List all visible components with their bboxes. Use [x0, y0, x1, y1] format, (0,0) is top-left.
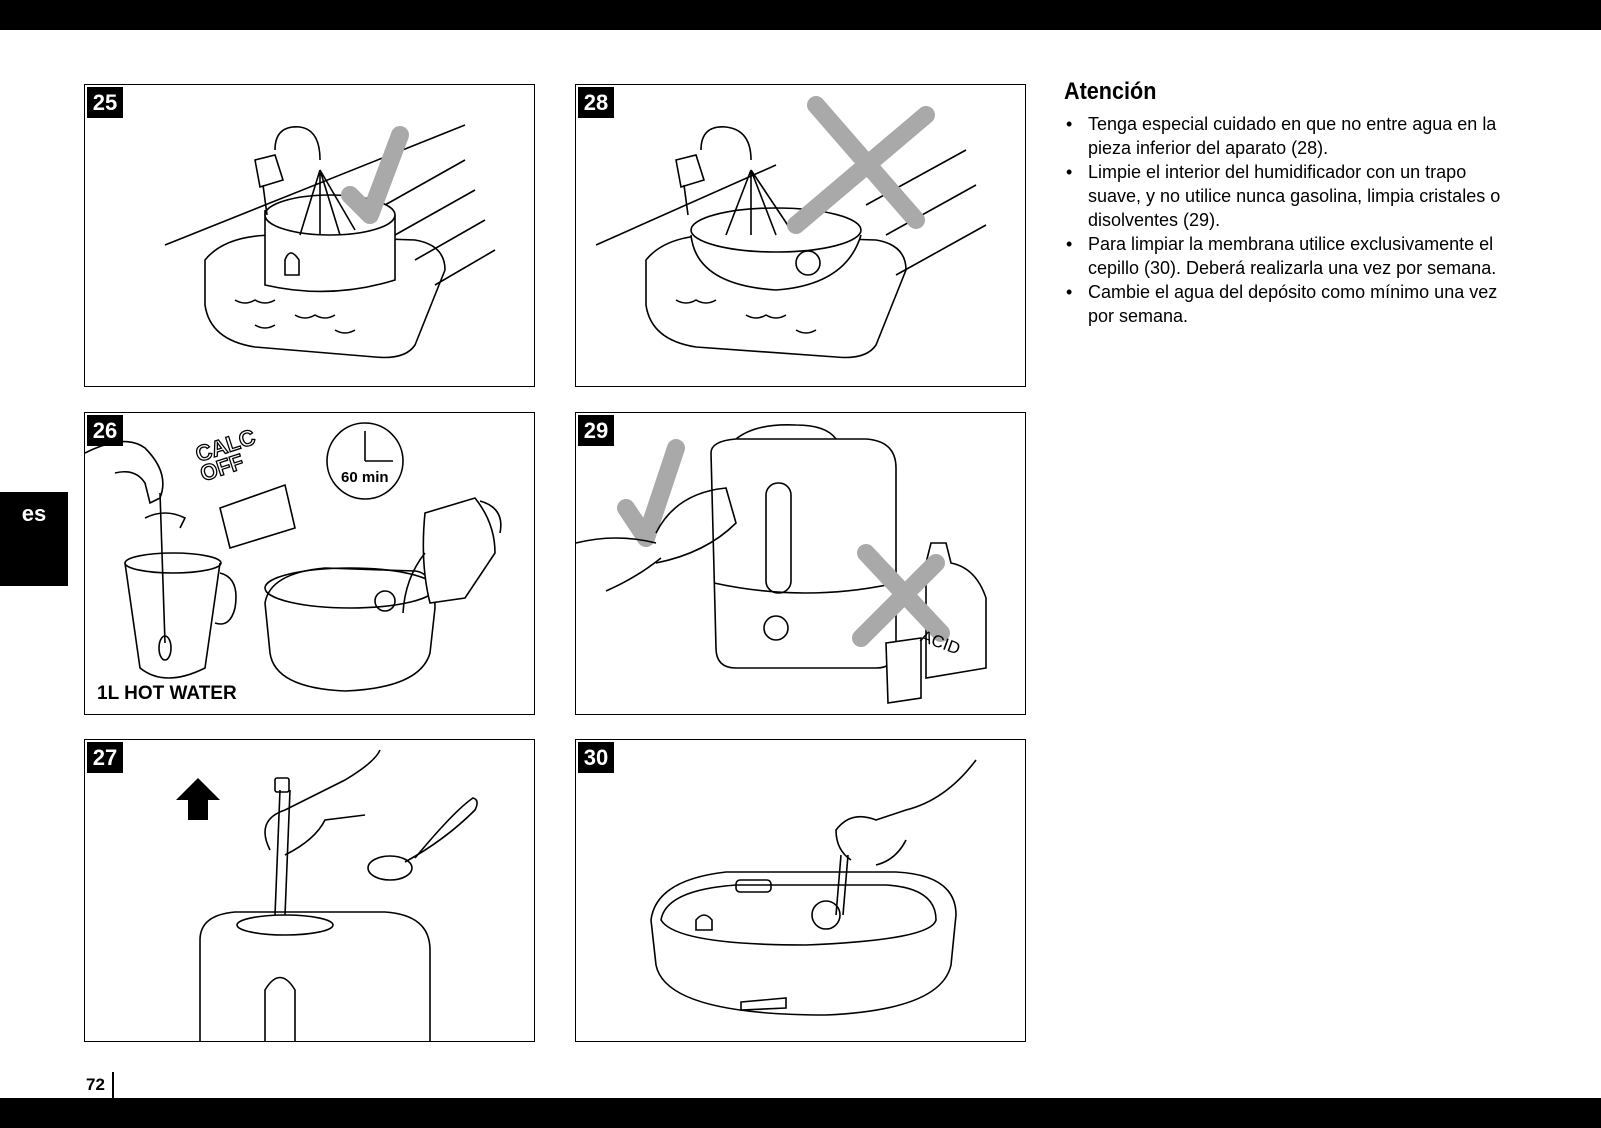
descaling-illustration [85, 422, 502, 692]
wipe-illustration [576, 423, 987, 704]
sink-wrong-illustration [595, 96, 987, 359]
figure-number: 29 [578, 415, 614, 446]
top-bar [0, 0, 1601, 30]
figure-number: 26 [87, 415, 123, 446]
figure-number: 27 [87, 742, 123, 773]
attention-item: Limpie el interior del humidificador con… [1064, 160, 1504, 232]
figure-27: 27 [84, 739, 535, 1042]
figure-number: 28 [578, 87, 614, 118]
figure-28: 28 [575, 84, 1026, 387]
language-tab: es [0, 492, 68, 586]
figure-25: 25 [84, 84, 535, 387]
attention-section: Atención Tenga especial cuidado en que n… [1064, 78, 1504, 328]
brush-lift-illustration [176, 749, 478, 1041]
figure-number: 25 [87, 87, 123, 118]
attention-item: Cambie el agua del depósito como mínimo … [1064, 280, 1504, 328]
attention-list: Tenga especial cuidado en que no entre a… [1064, 112, 1504, 328]
sink-rinse-illustration [164, 124, 496, 359]
figure-30: 30 [575, 739, 1026, 1042]
timer-label: 60 min [341, 469, 389, 486]
attention-item: Para limpiar la membrana utilice exclusi… [1064, 232, 1504, 280]
figure-26: 26 CALC OFF 60 min 1L HOT WATER [84, 412, 535, 715]
hot-water-label: 1L HOT WATER [97, 683, 237, 704]
figure-29: 29 ACID [575, 412, 1026, 715]
figure-number: 30 [578, 742, 614, 773]
membrane-brush-illustration [650, 759, 977, 1016]
page-number: 72 [86, 1072, 114, 1098]
attention-item: Tenga especial cuidado en que no entre a… [1064, 112, 1504, 160]
attention-title: Atención [1064, 78, 1157, 105]
bottom-bar [0, 1098, 1601, 1128]
